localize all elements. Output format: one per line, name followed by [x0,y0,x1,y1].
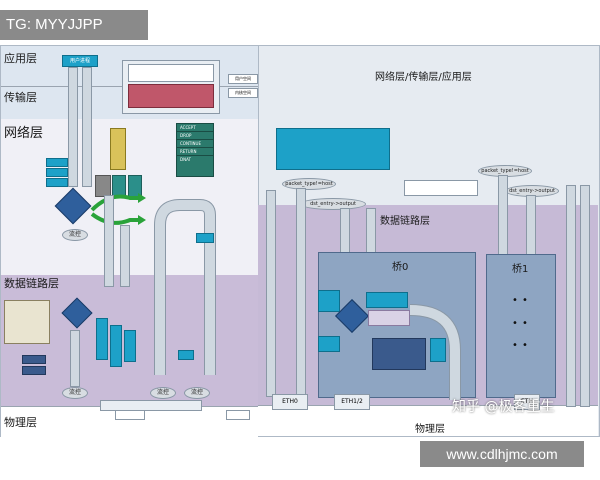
bridge1-box [486,254,556,398]
dl-box-3 [96,318,108,360]
right-header: 网络层/传输层/应用层 [375,72,472,83]
zhihu-watermark: 知乎 @极客重生 [452,399,555,415]
packet-type-label-1: packet_type!=host [285,181,333,187]
note-box-small [404,180,478,196]
eth0-box: ETH0 [272,394,308,410]
b1-dot-2: • [522,295,528,306]
pipe-net-2 [120,225,130,287]
layer-label-network: 网络层 [4,126,44,141]
nic-bar [100,400,202,411]
rpipe-1 [266,190,276,397]
flow-ctrl-oval-4: 流控 [184,387,210,399]
user-space-box: 用户空间 [228,74,258,84]
curved-pipe [154,199,216,375]
yellow-box [110,128,126,170]
bridge0-curve [409,304,461,400]
rpipe-7 [566,185,576,407]
flow-ctrl-oval-2: 流控 [62,387,88,399]
tg-tag: TG: MYYJJPP [0,10,148,40]
dl-box-7 [196,233,214,243]
rpipe-6 [526,195,536,257]
dl-box-4 [110,325,122,367]
b1-dot-6: • [522,340,528,351]
phys-box-2 [226,410,250,420]
flow-ctrl-oval-1: 流控 [62,229,88,241]
b1-dot-4: • [522,318,528,329]
rpipe-2 [296,188,306,397]
b0-box-2 [366,292,408,308]
eth0-label: ETH0 [282,398,298,405]
grey-box [95,175,111,197]
bridge0-label: 桥0 [392,262,409,273]
dst-entry-oval-1: dst_entry->output [300,198,366,210]
user-space-label: 用户空间 [235,76,251,81]
rpipe-5 [498,175,508,257]
dl-box-2 [22,366,46,375]
target-dnat: DNAT [180,157,191,162]
target-drop: DROP [177,132,213,140]
note-box [276,128,390,170]
user-process-box: 用户进程 [62,55,98,67]
b0-box-1 [318,290,340,312]
packet-type-label-2: packet_type!=host [481,168,529,174]
b0-box-4 [372,338,426,370]
bridge1-label: 桥1 [512,264,529,275]
layer-label-physical: 物理层 [4,416,37,429]
dl-box-5 [124,330,136,362]
kernel-space-box: 内核空间 [228,88,258,98]
url-watermark: www.cdlhjmc.com [420,441,584,467]
target-return: RETURN [177,148,213,156]
dst-entry-label-2: dst_entry->output [509,188,555,194]
bridge-check-box [4,300,50,344]
dst-entry-label-1: dst_entry->output [310,201,356,207]
flow-ctrl-oval-3: 流控 [150,387,176,399]
right-physical-label: 物理层 [415,424,445,435]
rpipe-8 [580,185,590,407]
rpipe-4 [366,208,376,255]
right-physical-band [258,405,598,436]
b0-box-3 [318,336,340,352]
layer-label-transport: 传输层 [4,91,37,104]
net-box-1 [46,158,68,167]
net-box-2 [46,168,68,177]
eth12-label: ETH1/2 [341,398,363,405]
pipe-left-1 [68,67,78,187]
dl-box-6 [178,350,194,360]
dl-pipe-1 [70,330,80,387]
eth-right-label: ETH [521,398,533,405]
eth-right-box: ETH [514,394,540,410]
flow-ctrl-label-2: 流控 [68,389,81,396]
flow-ctrl-label-1: 流控 [68,231,81,238]
eth12-box: ETH1/2 [334,394,370,410]
layer-label-app: 应用层 [4,52,37,65]
b1-dot-5: • [512,340,518,351]
flow-ctrl-label-3: 流控 [156,389,169,396]
tg-tag-text: TG: MYYJJPP [6,16,103,33]
url-watermark-text: www.cdlhjmc.com [446,446,558,462]
target-continue: CONTINUE [177,140,213,148]
b0-box-5 [430,338,446,362]
packet-type-oval-1: packet_type!=host [282,178,336,190]
socket-header [128,64,214,82]
pipe-left-2 [82,67,92,187]
target-accept: ACCEPT [177,124,213,132]
target-list: ACCEPT DROP CONTINUE RETURN DNAT [176,123,214,177]
right-datalink-label: 数据链路层 [380,216,430,227]
user-process-label: 用户进程 [69,58,90,64]
green-arrows [90,193,146,225]
pipe-net-1 [104,195,114,287]
dl-box-1 [22,355,46,364]
b1-dot-3: • [512,318,518,329]
b0-red-box [368,310,410,326]
layer-label-datalink: 数据链路层 [4,277,59,290]
flow-ctrl-label-4: 流控 [190,389,203,396]
net-box-3 [46,178,68,187]
b1-dot-1: • [512,295,518,306]
socket-row [128,84,214,108]
kernel-space-label: 内核空间 [235,90,251,95]
phys-box-1 [115,410,145,420]
